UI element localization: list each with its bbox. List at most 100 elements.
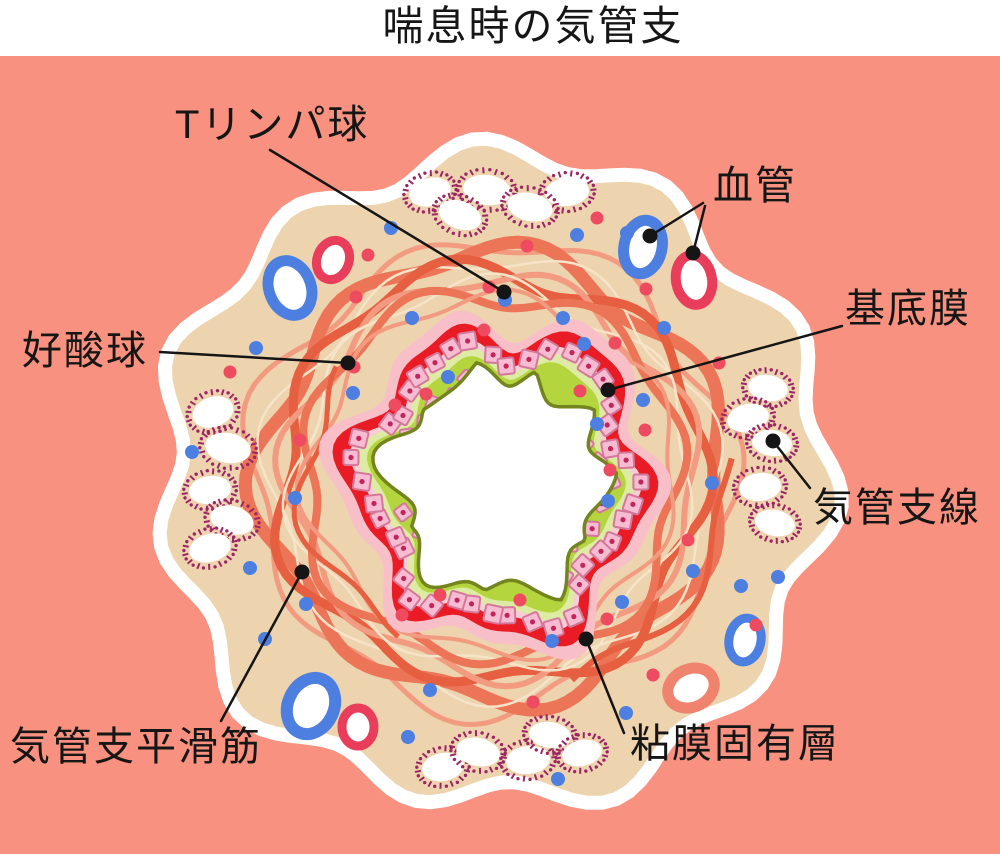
gland-dot bbox=[491, 735, 496, 739]
gland-dot bbox=[745, 441, 749, 446]
gland-dot bbox=[732, 483, 736, 488]
epithelium-cell bbox=[482, 603, 504, 625]
gland-dot bbox=[563, 170, 568, 175]
gland-dot bbox=[748, 520, 752, 524]
gland-dot bbox=[752, 427, 756, 431]
gland-spike bbox=[477, 204, 484, 210]
gland-dot bbox=[748, 449, 753, 454]
gland-spike bbox=[500, 755, 508, 760]
gland-spike bbox=[498, 761, 505, 765]
gland-dot bbox=[444, 784, 449, 788]
airway-lumen bbox=[371, 360, 619, 602]
gland-spike bbox=[453, 736, 460, 742]
t-lymphocyte-dot bbox=[346, 386, 360, 400]
epithelium-cell bbox=[600, 394, 623, 417]
gland-dot bbox=[756, 505, 760, 510]
gland-spike bbox=[507, 744, 513, 751]
gland-spike bbox=[768, 419, 776, 423]
gland-spike bbox=[239, 462, 245, 470]
eosinophil-dot bbox=[395, 608, 409, 622]
eosinophil-dot bbox=[639, 282, 653, 296]
epithelium-cell bbox=[405, 364, 430, 389]
gland-dot bbox=[199, 436, 204, 441]
gland-dot bbox=[721, 425, 726, 430]
epithelium-cell-nucleus bbox=[387, 421, 393, 427]
gland-dot bbox=[184, 557, 188, 561]
eosinophil-dot bbox=[646, 668, 660, 682]
epithelium-cell-nucleus bbox=[580, 562, 586, 568]
gland-spike bbox=[546, 193, 553, 200]
gland-spike bbox=[579, 173, 585, 180]
gland-dot bbox=[780, 371, 784, 376]
eosinophil-dot bbox=[293, 433, 307, 447]
gland-spike bbox=[448, 744, 456, 749]
gland-dot bbox=[526, 741, 530, 746]
epithelium-cell bbox=[583, 520, 601, 537]
gland-dot bbox=[255, 529, 259, 533]
blood-vessel-red bbox=[337, 703, 379, 751]
gland-spike bbox=[481, 222, 489, 227]
gland-spike bbox=[431, 213, 438, 216]
gland-spike bbox=[476, 227, 483, 234]
gland-spike bbox=[439, 170, 444, 178]
gland-spike bbox=[459, 175, 466, 181]
gland-spike bbox=[469, 169, 474, 176]
eosinophil-dot bbox=[520, 239, 534, 253]
gland-dot bbox=[523, 725, 527, 730]
gland-spike bbox=[244, 433, 251, 439]
gland-spike bbox=[774, 368, 779, 376]
gland-spike bbox=[203, 511, 210, 515]
gland-dot bbox=[494, 766, 499, 771]
gland-spike bbox=[588, 195, 595, 200]
gland-dot bbox=[472, 769, 476, 773]
t-lymphocyte-dot bbox=[771, 570, 785, 584]
epithelium-cell bbox=[342, 448, 360, 467]
gland-spike bbox=[449, 780, 454, 787]
gland-spike bbox=[197, 441, 205, 445]
gland-dot bbox=[529, 718, 533, 723]
gland-dot bbox=[215, 389, 220, 393]
gland-spike bbox=[554, 756, 562, 760]
gland-dot bbox=[736, 475, 740, 479]
gland-dot bbox=[233, 480, 237, 484]
diagram-title: 喘息時の気管支 bbox=[383, 3, 684, 49]
bronchial-gland bbox=[431, 192, 489, 238]
bronchial-gland bbox=[740, 367, 796, 409]
gland-spike bbox=[745, 445, 753, 450]
gland-spike bbox=[762, 455, 767, 463]
gland-spike bbox=[248, 507, 255, 513]
gland-spike bbox=[774, 496, 781, 503]
epithelium-cell-nucleus bbox=[607, 446, 614, 452]
gland-dot bbox=[720, 417, 724, 421]
gland-dot bbox=[191, 563, 195, 567]
gland-dot bbox=[205, 468, 209, 473]
gland-dot bbox=[566, 737, 570, 741]
gland-spike bbox=[469, 197, 475, 204]
gland-spike bbox=[518, 220, 523, 227]
leader-dot-lamina-propria bbox=[578, 631, 594, 647]
gland-spike bbox=[764, 367, 767, 374]
gland-spike bbox=[772, 502, 775, 509]
bronchial-gland bbox=[197, 425, 259, 471]
t-lymphocyte-dot bbox=[405, 311, 419, 325]
gland-spike bbox=[551, 749, 555, 756]
gland-dot bbox=[433, 217, 438, 221]
gland-dot bbox=[528, 777, 532, 782]
gland-dot bbox=[742, 397, 746, 401]
epithelium-cell-nucleus bbox=[468, 601, 475, 607]
gland-dot bbox=[442, 194, 446, 198]
gland-dot bbox=[455, 780, 460, 785]
eosinophil-dot bbox=[419, 387, 433, 401]
gland-spike bbox=[196, 562, 201, 570]
epithelium-cell-nucleus bbox=[359, 479, 365, 485]
gland-dot bbox=[544, 190, 548, 195]
gland-dot bbox=[415, 765, 419, 769]
gland-dot bbox=[542, 180, 547, 184]
gland-spike bbox=[182, 544, 189, 548]
gland-dot bbox=[787, 378, 792, 382]
gland-spike bbox=[523, 737, 530, 742]
gland-spike bbox=[777, 423, 782, 431]
gland-spike bbox=[579, 767, 582, 774]
gland-spike bbox=[482, 167, 485, 174]
